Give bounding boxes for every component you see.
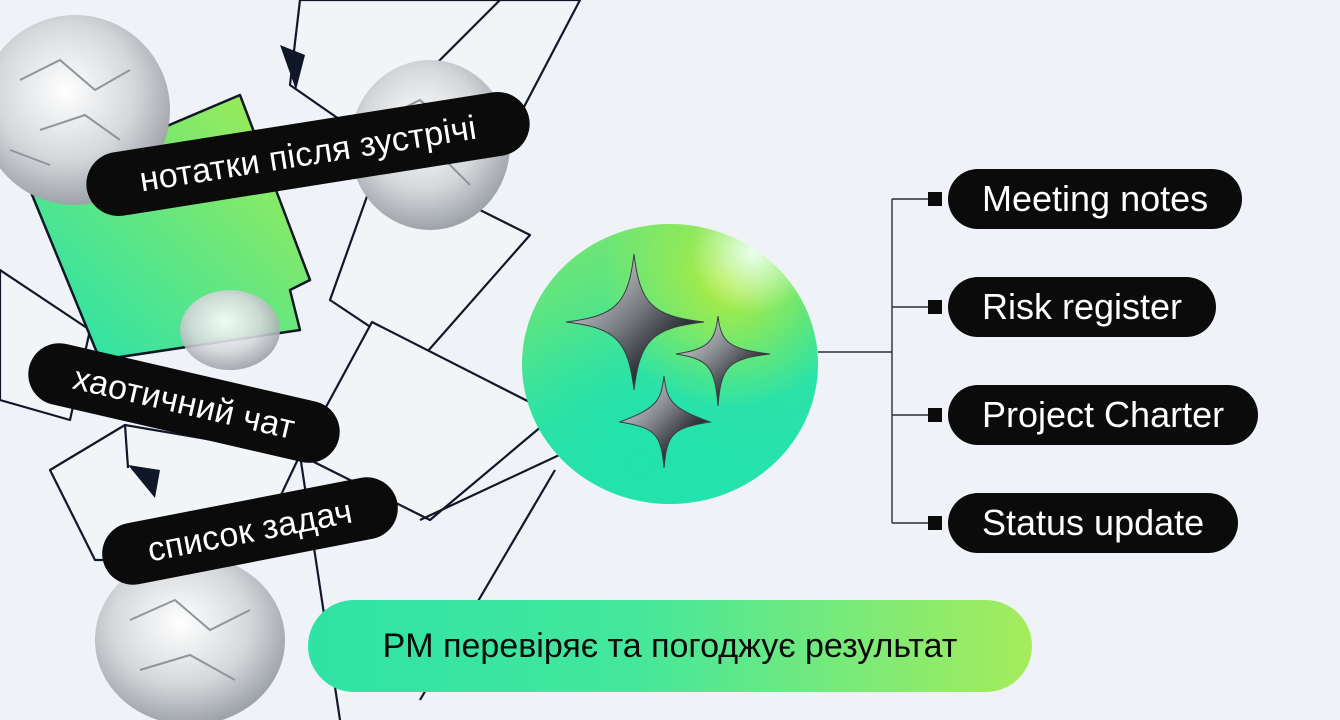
fold-corner [280,45,305,90]
sparkle-icon [565,253,771,469]
connector-nodes [928,192,942,530]
output-connectors [818,198,930,524]
ai-orb [522,224,818,504]
output-pill-risk-register: Risk register [948,277,1217,337]
fold-corner [128,465,160,498]
output-pill-status-update: Status update [948,493,1239,553]
output-label: Risk register [982,286,1183,327]
output-pill-meeting-notes: Meeting notes [948,169,1243,229]
pm-review-banner: PM перевіряє та погоджує результат [308,600,1032,692]
output-pill-project-charter: Project Charter [948,385,1259,445]
output-label: Status update [982,502,1205,543]
output-label: Meeting notes [982,178,1209,219]
pm-review-label: PM перевіряє та погоджує результат [382,626,958,665]
output-label: Project Charter [982,394,1225,435]
